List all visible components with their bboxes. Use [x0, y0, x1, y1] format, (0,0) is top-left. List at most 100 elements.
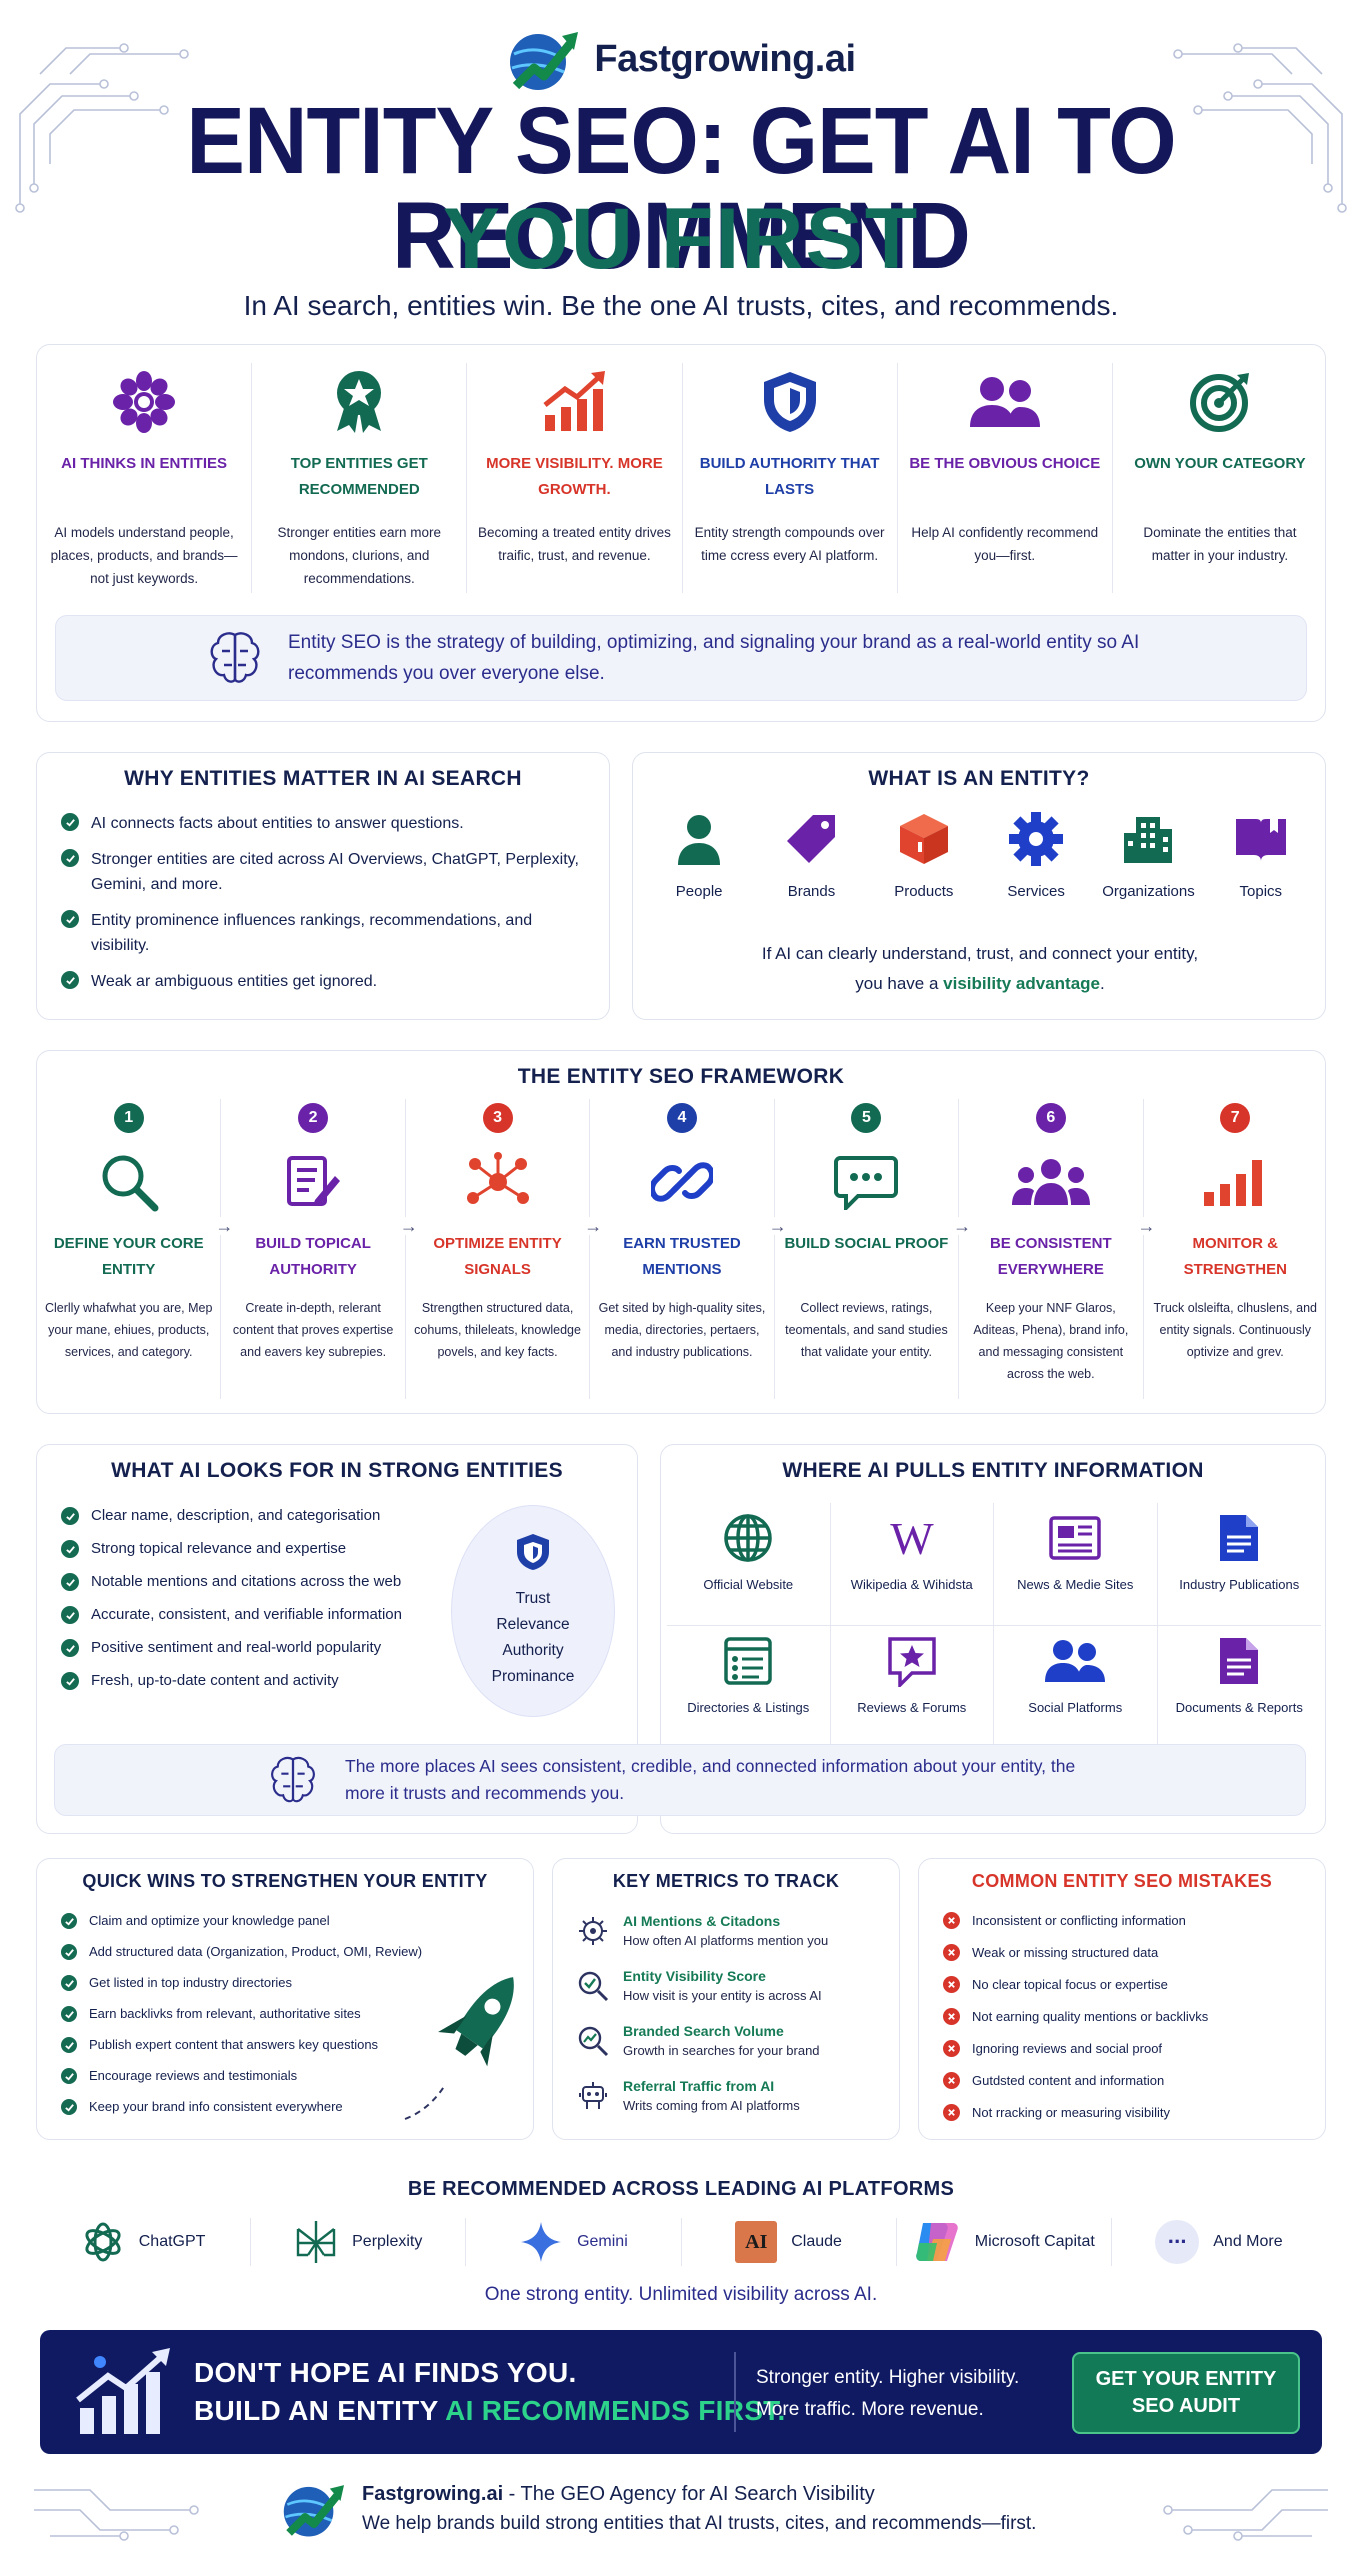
check-icon — [61, 1913, 77, 1929]
quick-item-text: Get listed in top industry directories — [89, 1975, 293, 1990]
step-desc: Keep your NNF Glaros, Aditeas, Phena), b… — [973, 1301, 1129, 1381]
feature-item: BE THE OBVIOUS CHOICE Help AI confidentl… — [898, 363, 1113, 593]
quick-item-text: Encourage reviews and testimonials — [89, 2068, 298, 2083]
check-icon — [61, 2068, 77, 2084]
mistakes-list: Inconsistent or conflicting information … — [943, 1911, 1313, 2135]
footer-line1: Fastgrowing.ai - The GEO Agency for AI S… — [362, 2479, 1036, 2509]
close-icon — [943, 2040, 960, 2057]
more-dots-icon: ··· — [1155, 2220, 1200, 2264]
growth-chart-icon — [543, 371, 606, 431]
source-label: Reviews & Forums — [857, 1700, 967, 1715]
step-number: 1 — [113, 1103, 144, 1133]
feature-title: BE THE OBVIOUS CHOICE — [909, 455, 1101, 472]
close-icon — [943, 2104, 960, 2121]
network-nodes-icon — [466, 1152, 529, 1204]
arrow-right-icon: → — [1137, 1216, 1156, 1236]
report-icon — [1220, 1638, 1259, 1684]
person-icon — [678, 815, 721, 865]
cta-line2: BUILD AN ENTITY AI RECOMMENDS FIRST. — [194, 2392, 786, 2430]
step-title: BUILD TOPICAL AUTHORITY — [255, 1235, 371, 1278]
entity-type: Brands — [759, 809, 863, 900]
list-item: Weak ar ambiguous entities get ignored. — [61, 969, 581, 994]
what-note: If AI can clearly understand, trust, and… — [633, 939, 1327, 999]
list-item: Weak or missing structured data — [943, 1943, 1313, 1963]
oval-prominance: Prominance — [491, 1668, 575, 1685]
looks-title: WHAT AI LOOKS FOR IN STRONG ENTITIES — [111, 1459, 563, 1482]
wikipedia-icon: W — [890, 1516, 934, 1560]
cta-headline: DON'T HOPE AI FINDS YOU. BUILD AN ENTITY… — [194, 2354, 786, 2430]
list-item: Gutdsted content and information — [943, 2071, 1313, 2091]
source-label: Documents & Reports — [1175, 1700, 1303, 1715]
footer-brand: Fastgrowing.ai — [362, 2483, 504, 2505]
list-item: Keep your brand info consistent everywhe… — [61, 2097, 501, 2117]
fastgrowing-logo-icon — [510, 32, 579, 90]
metric-desc: Growth in searches for your brand — [623, 2043, 820, 2058]
step-desc: Create in-depth, relerant content that p… — [232, 1301, 394, 1359]
platform-item: ChatGPT — [36, 2218, 252, 2266]
platform-label: And More — [1213, 2233, 1283, 2250]
list-item: Not rracking or measuring visibility — [943, 2103, 1313, 2123]
mistake-text: Inconsistent or conflicting information — [972, 1913, 1186, 1928]
why-entities-card: WHY ENTITIES MATTER IN AI SEARCH AI conn… — [36, 752, 610, 1020]
quick-item-text: Publish expert content that answers key … — [89, 2037, 379, 2052]
circuit-decoration-icon — [15, 43, 189, 213]
arrow-right-icon: → — [953, 1216, 972, 1236]
quick-item-text: Claim and optimize your knowledge panel — [89, 1913, 330, 1928]
list-item: Publish expert content that answers key … — [61, 2035, 501, 2055]
cta-line2-start: BUILD AN ENTITY — [194, 2395, 446, 2426]
what-note-line2: you have a visibility advantage. — [633, 969, 1327, 999]
close-icon — [943, 2072, 960, 2089]
footer: Fastgrowing.ai - The GEO Agency for AI S… — [280, 2474, 1140, 2544]
mistake-text: Not rracking or measuring visibility — [972, 2105, 1170, 2120]
ai-chip-icon — [579, 1917, 607, 1945]
source-item: Directories & Listings — [667, 1625, 831, 1747]
source-item: Official Website — [667, 1503, 831, 1625]
looks-item-text: Fresh, up-to-date content and activity — [91, 1672, 339, 1689]
list-item: Positive sentiment and real-world popula… — [61, 1637, 461, 1659]
source-item: Reviews & Forums — [830, 1625, 994, 1747]
globe-icon — [724, 1514, 772, 1562]
entity-type: People — [647, 809, 751, 900]
feature-item: OWN YOUR CATEGORY Dominate the entities … — [1113, 363, 1327, 593]
feature-desc: Dominate the entities that matter in you… — [1143, 525, 1297, 563]
list-item: Accurate, consistent, and verifiable inf… — [61, 1604, 461, 1626]
platform-item: Microsoft Capitat — [897, 2218, 1112, 2266]
platform-item: Gemini — [466, 2218, 682, 2266]
platform-item: Perplexity — [251, 2218, 467, 2266]
platform-item: ··· And More — [1112, 2218, 1326, 2266]
sources-banner-text: The more places AI sees consistent, cred… — [345, 1756, 1076, 1803]
shield-icon — [763, 372, 816, 432]
cta-line1: DON'T HOPE AI FINDS YOU. — [194, 2357, 577, 2388]
tag-icon — [787, 815, 836, 863]
check-icon — [61, 971, 79, 989]
svg-text:W: W — [890, 1516, 934, 1560]
looks-item-text: Strong topical relevance and expertise — [91, 1540, 347, 1557]
step-number: 7 — [1220, 1103, 1251, 1133]
feature-desc: Stronger entities earn more mondons, cIu… — [277, 525, 442, 586]
framework-card: THE ENTITY SEO FRAMEWORK 1 DEFINE YOUR C… — [36, 1050, 1326, 1414]
framework-step: 7 MONITOR & STRENGTHEN Truck olsleifta, … — [1144, 1099, 1327, 1399]
metric-desc: How visit is your entity is across AI — [623, 1988, 822, 2003]
footer-text: Fastgrowing.ai - The GEO Agency for AI S… — [362, 2479, 1036, 2539]
feature-desc: AI models understand people, places, pro… — [50, 525, 238, 586]
platform-label: ChatGPT — [138, 2233, 206, 2250]
quick-wins-card: QUICK WINS TO STRENGTHEN YOUR ENTITY Cla… — [36, 1858, 534, 2140]
source-item: News & Medie Sites — [994, 1503, 1158, 1625]
list-item: Encourage reviews and testimonials — [61, 2066, 501, 2086]
mistake-text: Not earning quality mentions or backlivk… — [972, 2009, 1209, 2024]
arrow-right-icon: → — [768, 1216, 787, 1236]
key-metrics-card: KEY METRICS TO TRACK AI Mentions & Citad… — [552, 1858, 900, 2140]
metric-title: Referral Traffic from AI — [623, 2078, 775, 2094]
social-people-icon — [1045, 1640, 1106, 1682]
feature-title: TOP ENTITIES GET RECOMMENDED — [290, 455, 428, 498]
brain-flower-icon — [113, 371, 176, 433]
source-label: Official Website — [703, 1577, 794, 1592]
step-title: EARN TRUSTED MENTIONS — [623, 1235, 741, 1278]
check-icon — [61, 1944, 77, 1960]
get-audit-button[interactable]: GET YOUR ENTITY SEO AUDIT — [1072, 2352, 1300, 2434]
metric-title: Entity Visibility Score — [623, 1968, 766, 1984]
book-icon — [1235, 819, 1286, 861]
quick-title: QUICK WINS TO STRENGTHEN YOUR ENTITY — [82, 1871, 488, 1891]
